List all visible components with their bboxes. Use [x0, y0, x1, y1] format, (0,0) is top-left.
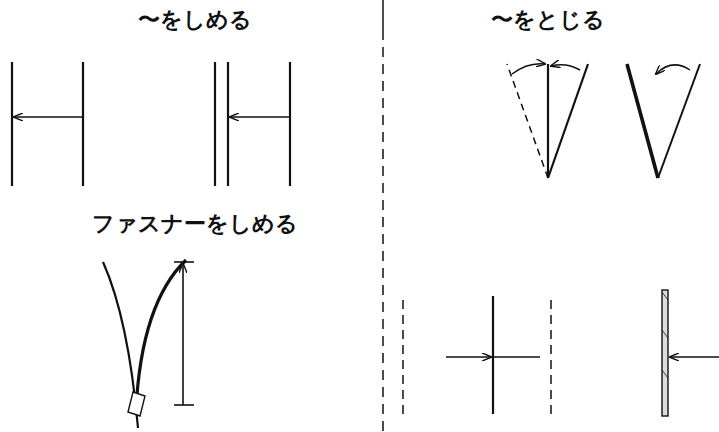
- sliding-door-figure: [12, 62, 290, 186]
- caption-label: ファスナーをしめる: [90, 211, 300, 237]
- panel-figure: [403, 290, 719, 420]
- heading: 〜をしめる: [136, 7, 254, 33]
- zipper-figure: [103, 260, 194, 428]
- heading: 〜をとじる: [489, 7, 607, 33]
- hinge-figure: [507, 64, 700, 178]
- divider: [382, 0, 384, 30]
- divider: [382, 30, 384, 432]
